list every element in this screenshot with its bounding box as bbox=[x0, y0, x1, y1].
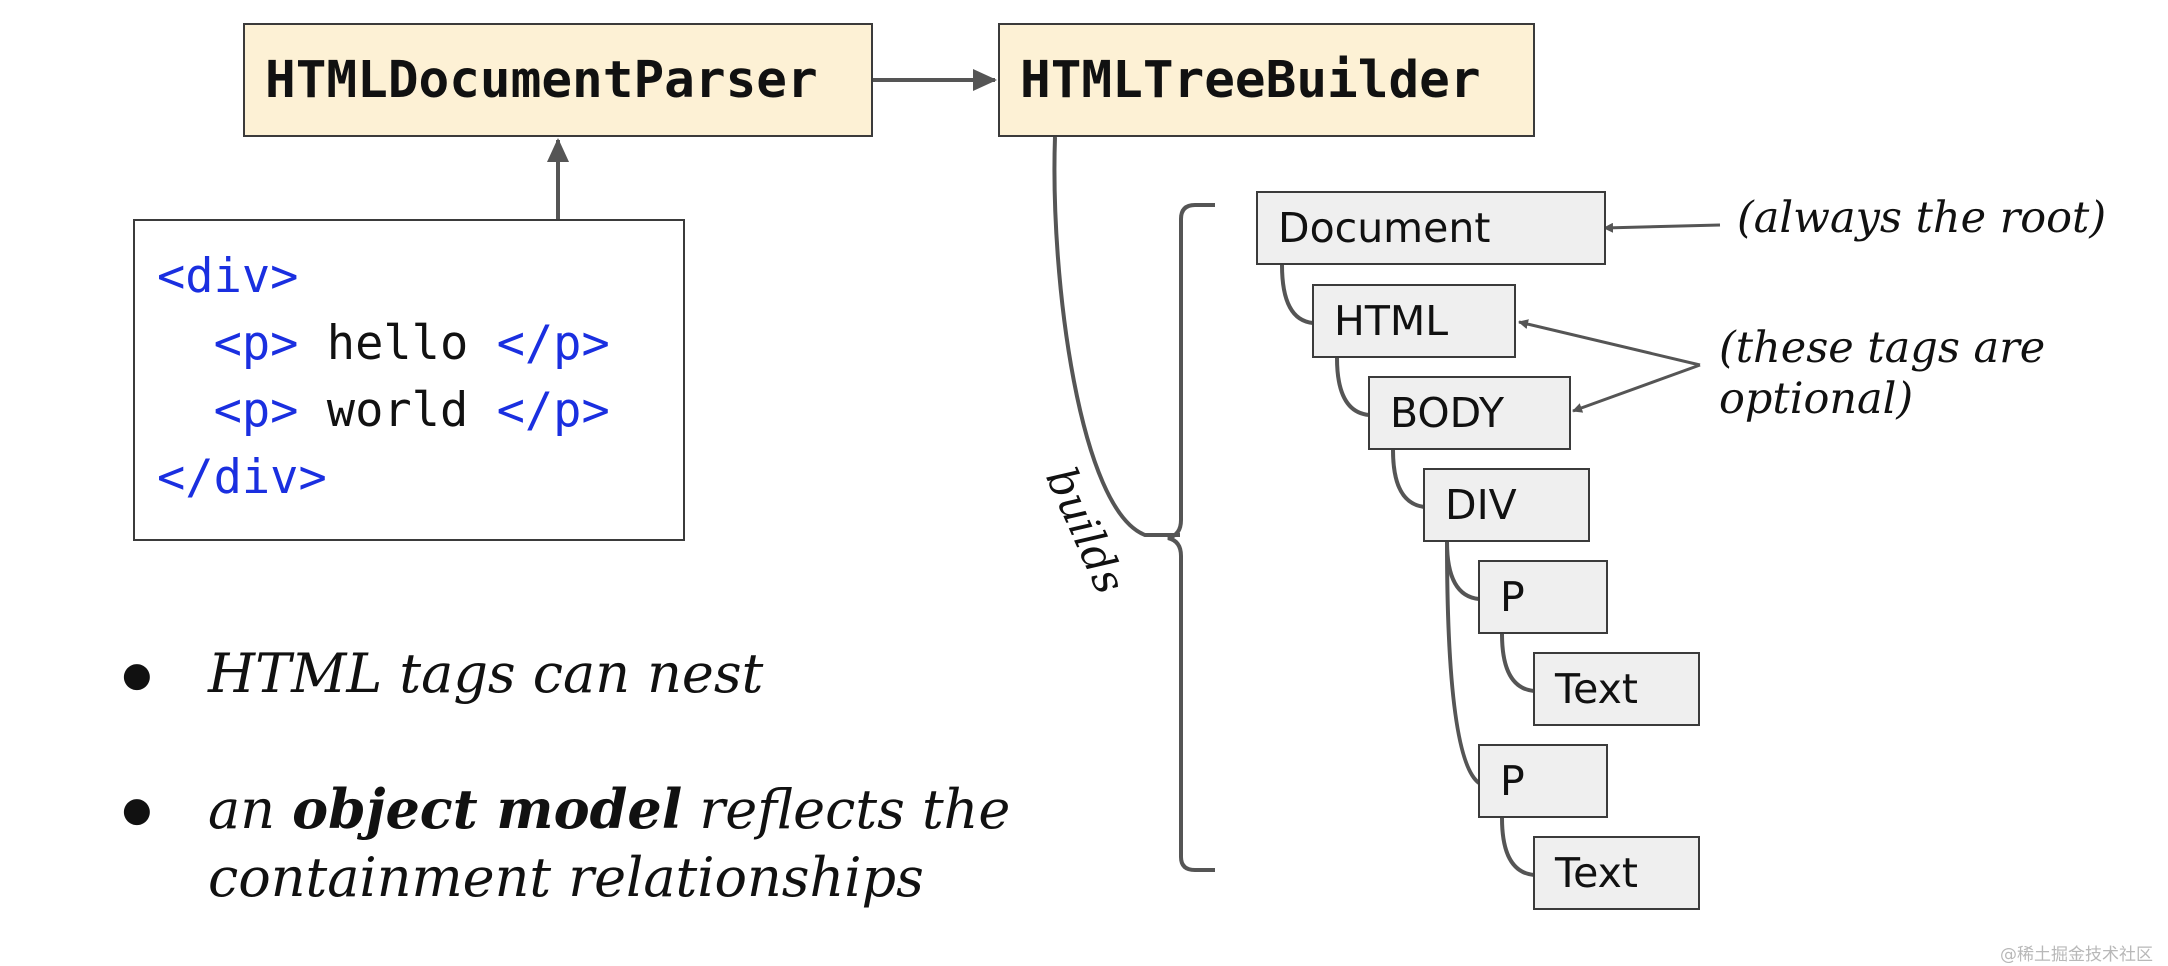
optional-note-arrow-html bbox=[1518, 319, 1701, 367]
html-to-body-connector bbox=[1335, 357, 1370, 417]
bullet-item-2: an object model reflects the containment… bbox=[208, 775, 1010, 912]
tree-node-p: P bbox=[1478, 560, 1608, 634]
code-line: </div> bbox=[157, 444, 683, 511]
root-note: (always the root) bbox=[1737, 193, 2107, 243]
p1-to-text1-connector bbox=[1500, 633, 1535, 693]
builder-label: HTMLTreeBuilder bbox=[1020, 50, 1481, 110]
code-tag-token: </p> bbox=[496, 316, 610, 371]
bullet-item-2-line2: containment relationships bbox=[208, 846, 924, 909]
builds-curve bbox=[1052, 136, 1180, 537]
code-tag-token: </p> bbox=[496, 383, 610, 438]
body-to-div-connector bbox=[1391, 449, 1426, 509]
code-text-token: world bbox=[298, 383, 497, 438]
bullet-item-1: HTML tags can nest bbox=[208, 640, 763, 708]
root-note-arrow bbox=[1603, 222, 1721, 233]
bullet-dot-2: ● bbox=[122, 790, 152, 830]
code-text-token: hello bbox=[298, 316, 497, 371]
tree-node-text: Text bbox=[1533, 652, 1700, 726]
code-tag-token: </div> bbox=[157, 450, 327, 505]
tree-node-p: P bbox=[1478, 744, 1608, 818]
div-to-p2-connector bbox=[1445, 541, 1481, 785]
doc-to-html-connector bbox=[1280, 264, 1314, 325]
tree-builder-box: HTMLTreeBuilder bbox=[998, 23, 1535, 137]
code-line: <p> world </p> bbox=[157, 377, 683, 444]
code-line: <div> bbox=[157, 243, 683, 310]
optional-note: (these tags are optional) bbox=[1719, 323, 2046, 424]
code-tag-token: <p> bbox=[213, 316, 299, 371]
code-sample-box: <div> <p> hello </p> <p> world </p> </div… bbox=[133, 219, 685, 541]
code-text-token bbox=[157, 316, 214, 371]
tree-bracket bbox=[1167, 203, 1215, 872]
watermark: @稀土掘金技术社区 bbox=[2000, 945, 2153, 965]
bullet-item-2-line1: an object model reflects the bbox=[208, 777, 1011, 841]
tree-node-div: DIV bbox=[1423, 468, 1590, 542]
code-line: <p> hello </p> bbox=[157, 310, 683, 377]
parser-box: HTMLDocumentParser bbox=[243, 23, 873, 137]
tree-node-document: Document bbox=[1256, 191, 1606, 265]
tree-node-text: Text bbox=[1533, 836, 1700, 910]
code-tag-token: <div> bbox=[157, 249, 299, 304]
bullet-item-1-text: HTML tags can nest bbox=[208, 642, 764, 705]
optional-note-arrow-body bbox=[1572, 363, 1701, 413]
bullet-dot-1: ● bbox=[122, 655, 152, 695]
p2-to-text2-connector bbox=[1500, 817, 1535, 877]
code-tag-token: <p> bbox=[213, 383, 299, 438]
code-text-token bbox=[157, 383, 214, 438]
parser-label: HTMLDocumentParser bbox=[265, 50, 818, 110]
div-to-p1-connector bbox=[1445, 541, 1480, 601]
tree-node-body: BODY bbox=[1368, 376, 1571, 450]
tree-node-html: HTML bbox=[1312, 284, 1516, 358]
bullet-item-2-bold: object model bbox=[292, 777, 683, 841]
